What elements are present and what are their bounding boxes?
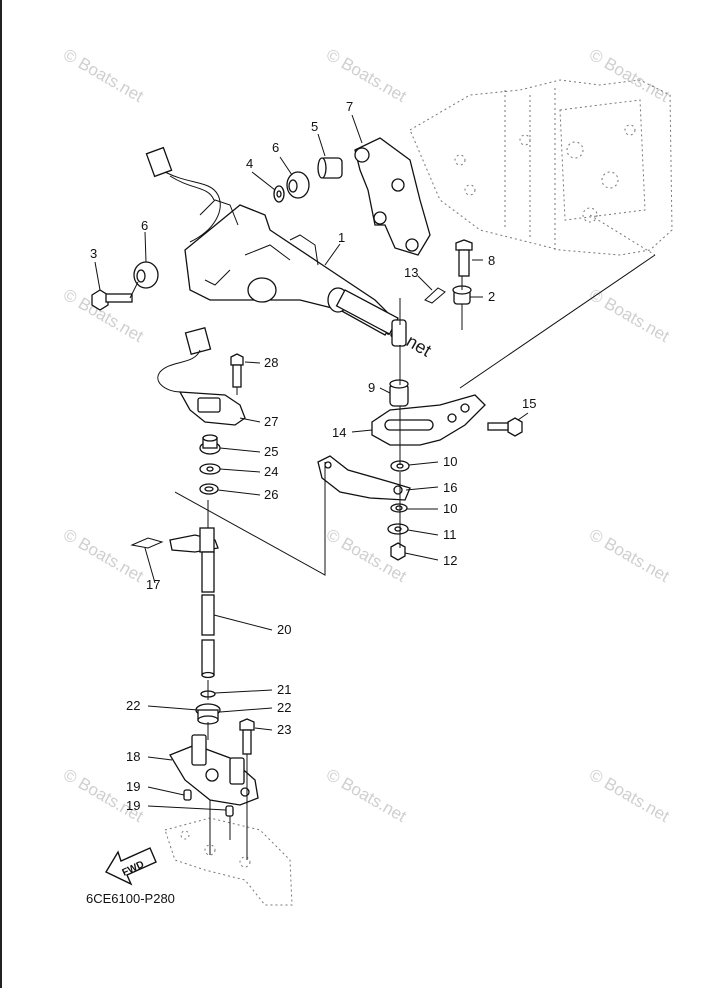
sensor-27 xyxy=(157,326,246,426)
callout-numbers: 1 2 3 4 5 6 6 7 8 9 10 10 11 12 13 14 15… xyxy=(90,99,536,813)
watermark: © Boats.net xyxy=(586,765,673,826)
callout-16: 16 xyxy=(443,480,457,495)
callout-13: 13 xyxy=(404,265,418,280)
callout-15: 15 xyxy=(522,396,536,411)
watermark: © Boats.net xyxy=(586,45,673,106)
callout-20: 20 xyxy=(277,622,291,637)
callout-7: 7 xyxy=(346,99,353,114)
callout-21: 21 xyxy=(277,682,291,697)
callout-12: 12 xyxy=(443,553,457,568)
callout-2: 2 xyxy=(488,289,495,304)
nut-12 xyxy=(390,542,406,561)
grommet-6-left xyxy=(133,261,159,289)
lever-16 xyxy=(317,455,411,501)
bolt-3 xyxy=(91,289,133,311)
callout-10-upper: 10 xyxy=(443,454,457,469)
watermark: © Boats.net xyxy=(60,525,147,586)
washer-4 xyxy=(273,185,285,203)
pin-19-lower xyxy=(225,805,234,817)
callout-27: 27 xyxy=(264,414,278,429)
bracket-7 xyxy=(354,137,431,256)
callout-18: 18 xyxy=(126,749,140,764)
lower-casing xyxy=(164,817,293,906)
collar-9 xyxy=(389,379,409,407)
callout-1: 1 xyxy=(338,230,345,245)
callout-4: 4 xyxy=(246,156,253,171)
assembly-guide-lines xyxy=(129,254,656,860)
wire-harness-top xyxy=(145,146,221,243)
callout-14: 14 xyxy=(332,425,346,440)
shift-rod-link xyxy=(391,319,407,347)
washer-24 xyxy=(199,463,221,475)
callout-19-lower: 19 xyxy=(126,798,140,813)
watermark: © Boats.net xyxy=(60,765,147,826)
bush-22 xyxy=(195,703,221,725)
bolt-8 xyxy=(455,239,473,277)
callout-3: 3 xyxy=(90,246,97,261)
fwd-arrow-icon: FWD xyxy=(105,847,157,886)
collar-5 xyxy=(317,157,343,179)
callout-17: 17 xyxy=(146,577,160,592)
washer-11 xyxy=(387,523,409,535)
bolt-15 xyxy=(487,417,523,437)
grommet-6-upper xyxy=(286,171,310,199)
watermark: © Boats.net xyxy=(586,525,673,586)
clip-13 xyxy=(424,287,446,304)
callout-5: 5 xyxy=(311,119,318,134)
clip-17 xyxy=(130,537,164,549)
circlip-26 xyxy=(199,483,219,495)
bolt-28 xyxy=(230,353,244,388)
watermark: © Boats.net xyxy=(323,45,410,106)
watermark: © Boats.net xyxy=(60,45,147,106)
lever-14 xyxy=(371,394,486,446)
callout-9: 9 xyxy=(368,380,375,395)
engine-block xyxy=(409,79,673,256)
bracket-18 xyxy=(169,734,259,806)
callout-23: 23 xyxy=(277,722,291,737)
shift-rod-assembly-1 xyxy=(184,199,399,336)
callout-22-left: 22 xyxy=(126,698,140,713)
watermark: © Boats.net xyxy=(586,285,673,346)
bolt-23 xyxy=(239,718,255,755)
shift-shaft-20 xyxy=(169,527,219,679)
pin-19-upper xyxy=(183,789,192,801)
callout-25: 25 xyxy=(264,444,278,459)
callout-19-upper: 19 xyxy=(126,779,140,794)
collar-25 xyxy=(199,434,221,455)
callout-6-upper: 6 xyxy=(272,140,279,155)
watermark: © Boats.net xyxy=(323,765,410,826)
callout-6-left: 6 xyxy=(141,218,148,233)
callout-22-right: 22 xyxy=(277,700,291,715)
callout-28: 28 xyxy=(264,355,278,370)
callout-8: 8 xyxy=(488,253,495,268)
callout-10-lower: 10 xyxy=(443,501,457,516)
callout-leaders xyxy=(94,114,529,811)
diagram-code: 6CE6100-P280 xyxy=(86,891,175,906)
callout-24: 24 xyxy=(264,464,278,479)
callout-11: 11 xyxy=(443,527,457,542)
washer-10-lower xyxy=(390,503,408,513)
callout-26: 26 xyxy=(264,487,278,502)
